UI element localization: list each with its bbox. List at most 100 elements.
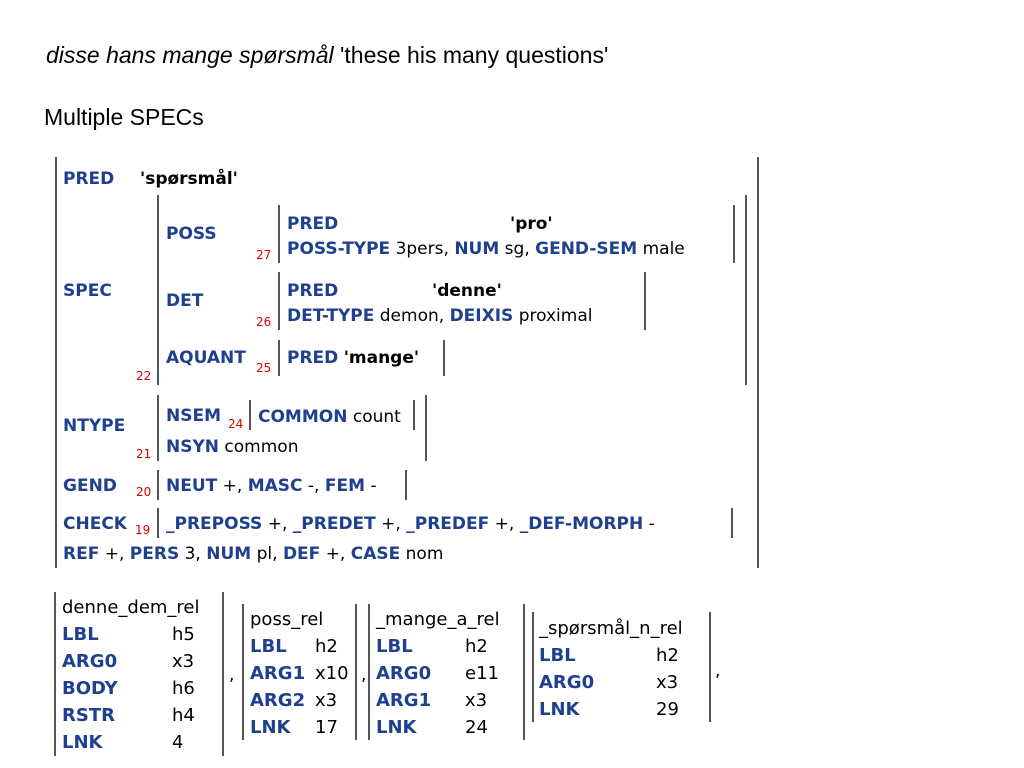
def-attr: DEF <box>282 544 321 564</box>
poss-right-bracket <box>733 205 735 263</box>
det-features: DET-TYPE demon, DEIXIS proximal <box>287 308 592 325</box>
det-attr: DET <box>166 291 204 311</box>
predet-value: +, <box>381 514 401 534</box>
outer-left-bracket <box>55 157 57 568</box>
aquant-attr: AQUANT <box>166 348 246 368</box>
slide-subtitle: Multiple SPECs <box>44 104 204 130</box>
relation-value: h6 <box>172 678 195 699</box>
poss-gend-sem-value: male <box>642 239 685 259</box>
det-type-value: demon, <box>379 306 445 326</box>
relation-attr: RSTR <box>62 705 115 726</box>
predet-attr: _PREDET <box>292 514 376 534</box>
case-attr: CASE <box>350 544 401 564</box>
predef-attr: _PREDEF <box>406 514 490 534</box>
def-morph-attr: _DEF-MORPH <box>519 514 644 534</box>
det-left-bracket <box>278 272 280 330</box>
rel-bracket-left <box>54 592 56 756</box>
masc-attr: MASC <box>247 476 303 496</box>
relation-value: e11 <box>465 663 499 684</box>
poss-pred-attr: PRED <box>287 214 339 234</box>
poss-num-value: sg, <box>504 239 530 259</box>
poss-num-attr: NUM <box>454 239 500 259</box>
example-gloss: 'these his many questions' <box>340 42 609 68</box>
det-pred-attr: PRED <box>287 281 339 301</box>
relation-value: h5 <box>172 624 195 645</box>
predef-value: +, <box>494 514 515 534</box>
check-attr: CHECK <box>63 514 127 534</box>
poss-index: 27 <box>256 248 272 262</box>
relation-attr: LBL <box>62 624 99 645</box>
ntype-left-bracket <box>157 395 159 461</box>
fem-value: - <box>370 476 377 496</box>
aquant-right-bracket <box>443 340 445 376</box>
spec-index: 22 <box>136 369 152 383</box>
rel-bracket-left <box>242 604 244 740</box>
relation-attr: LBL <box>539 645 576 666</box>
poss-type-value: 3pers, <box>395 239 449 259</box>
gend-attr: GEND <box>63 476 117 496</box>
num-attr: NUM <box>206 544 252 564</box>
nsem-features: COMMON count <box>258 409 401 426</box>
relation-attr: ARG1 <box>250 663 306 684</box>
rel-bracket-left <box>532 612 534 722</box>
fem-attr: FEM <box>324 476 366 496</box>
relation-separator: , <box>229 665 235 685</box>
top-pred-attr: PRED <box>63 169 115 189</box>
relation-value: x3 <box>172 651 195 672</box>
spec-left-bracket <box>157 195 159 385</box>
relation-value: h4 <box>172 705 195 726</box>
example-phrase: disse hans mange spørsmål <box>46 42 334 68</box>
det-pred-value: 'denne' <box>432 281 502 301</box>
preposs-value: +, <box>267 514 288 534</box>
relation-attr: ARG0 <box>376 663 432 684</box>
rel-bracket-left <box>368 604 370 740</box>
masc-value: -, <box>307 476 320 496</box>
aquant-features: PRED 'mange' <box>287 350 419 367</box>
neut-attr: NEUT <box>166 476 218 496</box>
ntype-right-bracket <box>425 395 427 461</box>
rel-bracket-right <box>222 592 224 756</box>
outer-right-bracket <box>757 157 759 568</box>
relation-value: h2 <box>465 636 488 657</box>
poss-features: POSS-TYPE 3pers, NUM sg, GEND-SEM male <box>287 241 685 258</box>
example-heading: disse hans mange spørsmål 'these his man… <box>46 42 608 69</box>
nsyn-attr: NSYN <box>166 437 220 457</box>
relation-attr: LNK <box>250 717 291 738</box>
relation-value: h2 <box>315 636 338 657</box>
ntype-index: 21 <box>136 447 152 461</box>
relation-attr: ARG0 <box>62 651 118 672</box>
nsem-attr: NSEM <box>166 406 222 426</box>
nsyn-value: common <box>224 437 299 457</box>
aquant-pred-value: 'mange' <box>343 348 420 368</box>
relation-name: _mange_a_rel <box>376 609 500 630</box>
relation-value: x10 <box>315 663 349 684</box>
relation-value: x3 <box>315 690 338 711</box>
relation-attr: LBL <box>376 636 413 657</box>
relation-attr: BODY <box>62 678 118 699</box>
relation-attr: LNK <box>62 732 103 753</box>
ref-attr: REF <box>63 544 100 564</box>
relation-value: x3 <box>656 672 679 693</box>
aquant-left-bracket <box>278 340 280 376</box>
nsem-index: 24 <box>228 417 244 431</box>
poss-left-bracket <box>278 205 280 263</box>
check-features: _PREPOSS +, _PREDET +, _PREDEF +, _DEF-M… <box>166 516 655 533</box>
nsem-right-bracket <box>413 400 415 430</box>
preposs-attr: _PREPOSS <box>166 514 263 534</box>
gend-index: 20 <box>136 485 152 499</box>
ref-value: +, <box>104 544 125 564</box>
poss-attr: POSS <box>166 224 217 244</box>
pers-attr: PERS <box>129 544 180 564</box>
relation-name: _spørsmål_n_rel <box>539 618 683 639</box>
relation-attr: ARG0 <box>539 672 595 693</box>
gend-right-bracket <box>405 470 407 500</box>
deixis-attr: DEIXIS <box>449 306 514 326</box>
spec-attr: SPEC <box>63 281 112 301</box>
nsyn-features: NSYN common <box>166 439 298 456</box>
num-value: pl, <box>256 544 278 564</box>
relation-attr: LNK <box>376 717 417 738</box>
ntype-attr: NTYPE <box>63 416 126 436</box>
check-right-bracket <box>731 508 733 538</box>
relation-value: 24 <box>465 717 488 738</box>
check-index: 19 <box>135 523 151 537</box>
